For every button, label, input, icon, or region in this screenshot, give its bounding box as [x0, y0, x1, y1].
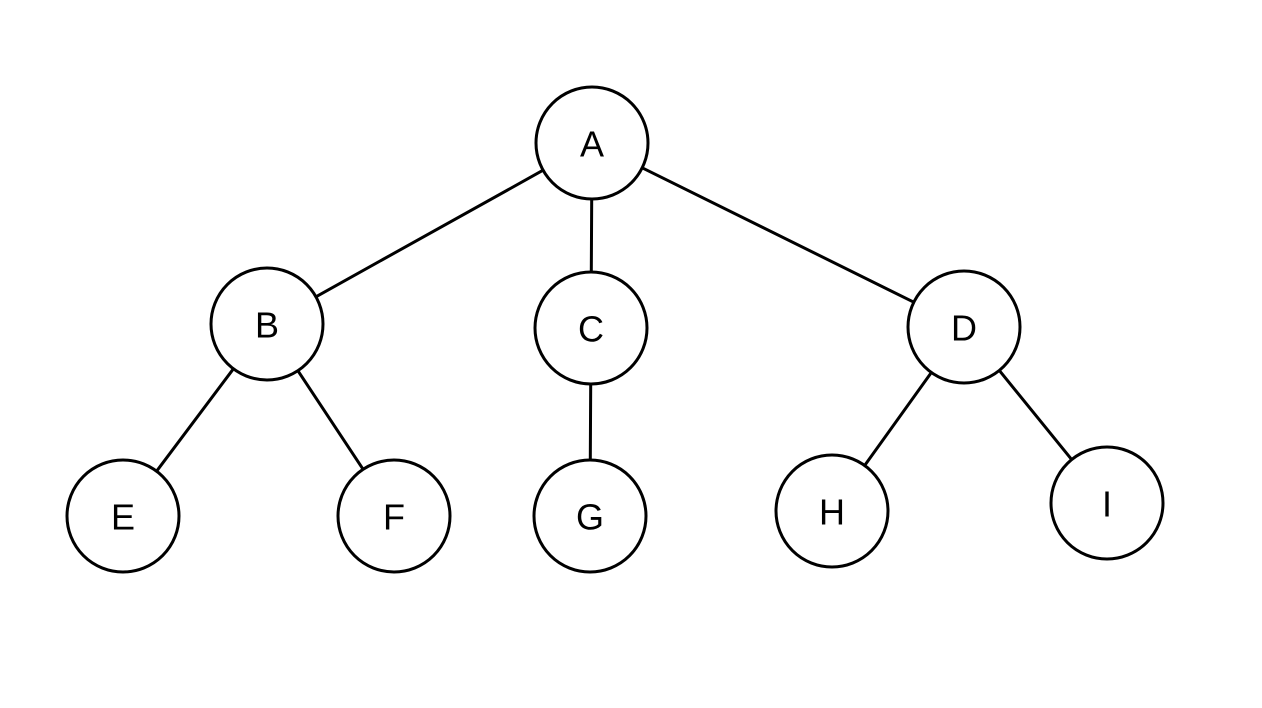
- node-h-circle: [774, 453, 890, 569]
- node-f: F: [336, 458, 452, 574]
- node-d-circle: [906, 269, 1022, 385]
- edge-b-f: [296, 369, 365, 471]
- node-c-circle: [533, 270, 649, 386]
- node-f-label: F: [383, 497, 405, 538]
- node-c: C: [533, 270, 649, 386]
- node-g-circle: [532, 458, 648, 574]
- node-e: E: [65, 458, 181, 574]
- node-i: I: [1049, 445, 1165, 561]
- tree-nodes: A B C D E F G H: [65, 85, 1165, 574]
- node-b-circle: [209, 266, 325, 382]
- tree-edges: [155, 166, 1074, 473]
- edge-d-h: [863, 371, 933, 467]
- node-e-circle: [65, 458, 181, 574]
- node-d: D: [906, 269, 1022, 385]
- node-h-label: H: [819, 492, 845, 533]
- node-i-label: I: [1102, 484, 1112, 525]
- node-g-label: G: [576, 497, 604, 538]
- edge-a-d: [640, 166, 916, 304]
- node-a-label: A: [580, 124, 604, 165]
- node-c-label: C: [578, 309, 604, 350]
- edge-b-e: [155, 367, 235, 473]
- node-d-label: D: [951, 308, 977, 349]
- edge-a-b: [314, 168, 545, 299]
- node-f-circle: [336, 458, 452, 574]
- node-b: B: [209, 266, 325, 382]
- node-i-circle: [1049, 445, 1165, 561]
- node-h: H: [774, 453, 890, 569]
- node-g: G: [532, 458, 648, 574]
- node-a: A: [534, 85, 650, 201]
- node-b-label: B: [255, 305, 279, 346]
- node-a-circle: [534, 85, 650, 201]
- edge-d-i: [997, 368, 1074, 462]
- node-e-label: E: [111, 497, 135, 538]
